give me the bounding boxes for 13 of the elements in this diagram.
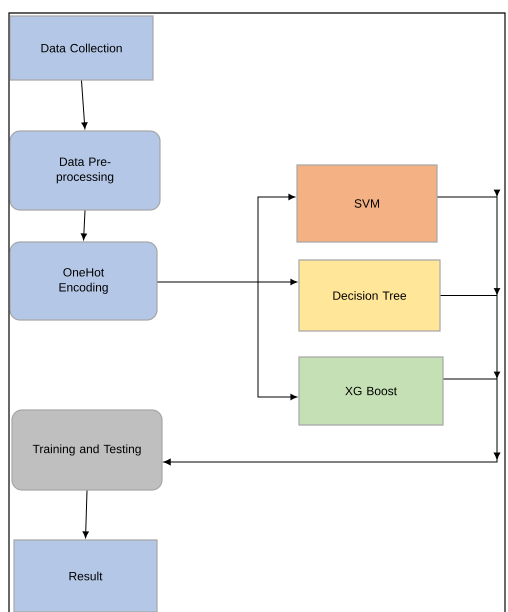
model-box: Decision Tree: [298, 259, 441, 332]
process-box: Data Pre-processing: [9, 130, 161, 211]
arrow: [82, 490, 89, 538]
arrow: [157, 282, 298, 400]
process-box: Result: [13, 539, 158, 612]
arrow: [80, 210, 87, 240]
arrow: [81, 80, 88, 130]
model-box: XG Boost: [298, 356, 444, 426]
arrow: [164, 372, 500, 466]
process-box: Training and Testing: [11, 409, 163, 491]
process-box: Data Collection: [9, 15, 154, 81]
model-box: SVM: [296, 164, 438, 243]
process-box: OneHot Encoding: [9, 241, 158, 321]
